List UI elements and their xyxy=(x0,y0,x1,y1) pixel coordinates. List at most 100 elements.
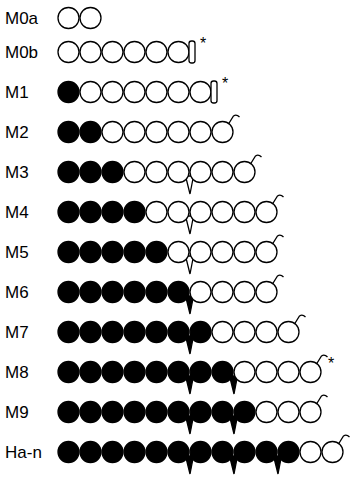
domain-circle xyxy=(168,242,189,263)
domain-circle xyxy=(58,402,79,423)
domain-circle xyxy=(58,282,79,303)
domain-circle xyxy=(58,42,79,63)
domain-circle xyxy=(190,122,211,143)
domain-row xyxy=(58,155,262,194)
domain-circle xyxy=(80,122,101,143)
domain-circle xyxy=(168,442,189,463)
row-label: Ha-n xyxy=(5,444,42,461)
domain-circle xyxy=(124,362,145,383)
domain-row xyxy=(58,395,328,434)
domain-circle xyxy=(146,402,167,423)
domain-circle xyxy=(234,402,255,423)
domain-circle xyxy=(80,8,101,29)
domain-circle xyxy=(212,442,233,463)
domain-circle xyxy=(146,282,167,303)
row-label: M9 xyxy=(5,404,29,421)
domain-circle xyxy=(190,162,211,183)
domain-row xyxy=(58,8,101,29)
domain-circle xyxy=(234,162,255,183)
terminal-segment xyxy=(211,81,217,103)
row-label: M2 xyxy=(5,124,29,141)
domain-circle xyxy=(212,282,233,303)
domain-circle xyxy=(146,242,167,263)
domain-circle xyxy=(102,402,123,423)
domain-circle xyxy=(80,282,101,303)
domain-circle xyxy=(234,202,255,223)
domain-row xyxy=(58,315,306,354)
domain-circle xyxy=(146,202,167,223)
domain-circle xyxy=(278,442,299,463)
domain-circle xyxy=(234,242,255,263)
domain-circle xyxy=(124,442,145,463)
domain-row xyxy=(58,81,217,103)
tail-flag xyxy=(273,275,284,284)
domain-circle xyxy=(58,322,79,343)
domain-circle xyxy=(256,202,277,223)
domain-circle xyxy=(102,282,123,303)
domain-circle xyxy=(278,402,299,423)
domain-circle xyxy=(190,282,211,303)
domain-circle xyxy=(256,442,277,463)
domain-circle xyxy=(58,442,79,463)
domain-circle xyxy=(234,322,255,343)
domain-circle xyxy=(124,322,145,343)
domain-circle xyxy=(146,442,167,463)
domain-circle xyxy=(102,362,123,383)
domain-circle xyxy=(124,282,145,303)
tail-flag xyxy=(251,155,262,164)
terminal-segment xyxy=(189,41,195,63)
row-label: M3 xyxy=(5,164,29,181)
domain-circle xyxy=(168,322,189,343)
row-label: M0a xyxy=(5,10,38,27)
domain-circle xyxy=(234,442,255,463)
domain-circle xyxy=(256,402,277,423)
domain-circle xyxy=(234,282,255,303)
domain-circle xyxy=(124,402,145,423)
asterisk-note: * xyxy=(200,36,206,52)
domain-circle xyxy=(80,162,101,183)
domain-circle xyxy=(212,322,233,343)
domain-circle xyxy=(58,242,79,263)
row-label: M1 xyxy=(5,84,29,101)
domain-circle xyxy=(102,442,123,463)
domain-circle xyxy=(80,242,101,263)
domain-circle xyxy=(256,362,277,383)
domain-circle xyxy=(102,82,123,103)
tail-flag xyxy=(339,435,350,444)
domain-circle xyxy=(168,202,189,223)
row-label: M4 xyxy=(5,204,29,221)
row-label: M0b xyxy=(5,44,38,61)
domain-circle xyxy=(102,162,123,183)
domain-circle xyxy=(300,442,321,463)
domain-circle xyxy=(278,362,299,383)
domain-circle xyxy=(278,322,299,343)
domain-circle xyxy=(124,82,145,103)
tail-flag xyxy=(273,235,284,244)
domain-circle xyxy=(58,162,79,183)
domain-circle xyxy=(58,8,79,29)
domain-row xyxy=(58,115,240,142)
domain-circle xyxy=(190,242,211,263)
domain-circle xyxy=(168,122,189,143)
domain-row xyxy=(58,435,350,474)
domain-circle xyxy=(80,82,101,103)
domain-circle xyxy=(212,242,233,263)
domain-circle xyxy=(190,402,211,423)
domain-row xyxy=(58,195,284,234)
row-label: M8 xyxy=(5,364,29,381)
domain-circle xyxy=(124,122,145,143)
domain-circle xyxy=(124,202,145,223)
domain-circle xyxy=(80,362,101,383)
row-label: M7 xyxy=(5,324,29,341)
domain-circle xyxy=(102,242,123,263)
tail-flag xyxy=(295,315,306,324)
domain-circle xyxy=(80,402,101,423)
domain-circle xyxy=(168,282,189,303)
row-label: M5 xyxy=(5,244,29,261)
tail-flag xyxy=(229,115,240,124)
domain-circle xyxy=(80,322,101,343)
domain-circle xyxy=(256,322,277,343)
domain-circle xyxy=(190,322,211,343)
domain-circle xyxy=(58,362,79,383)
